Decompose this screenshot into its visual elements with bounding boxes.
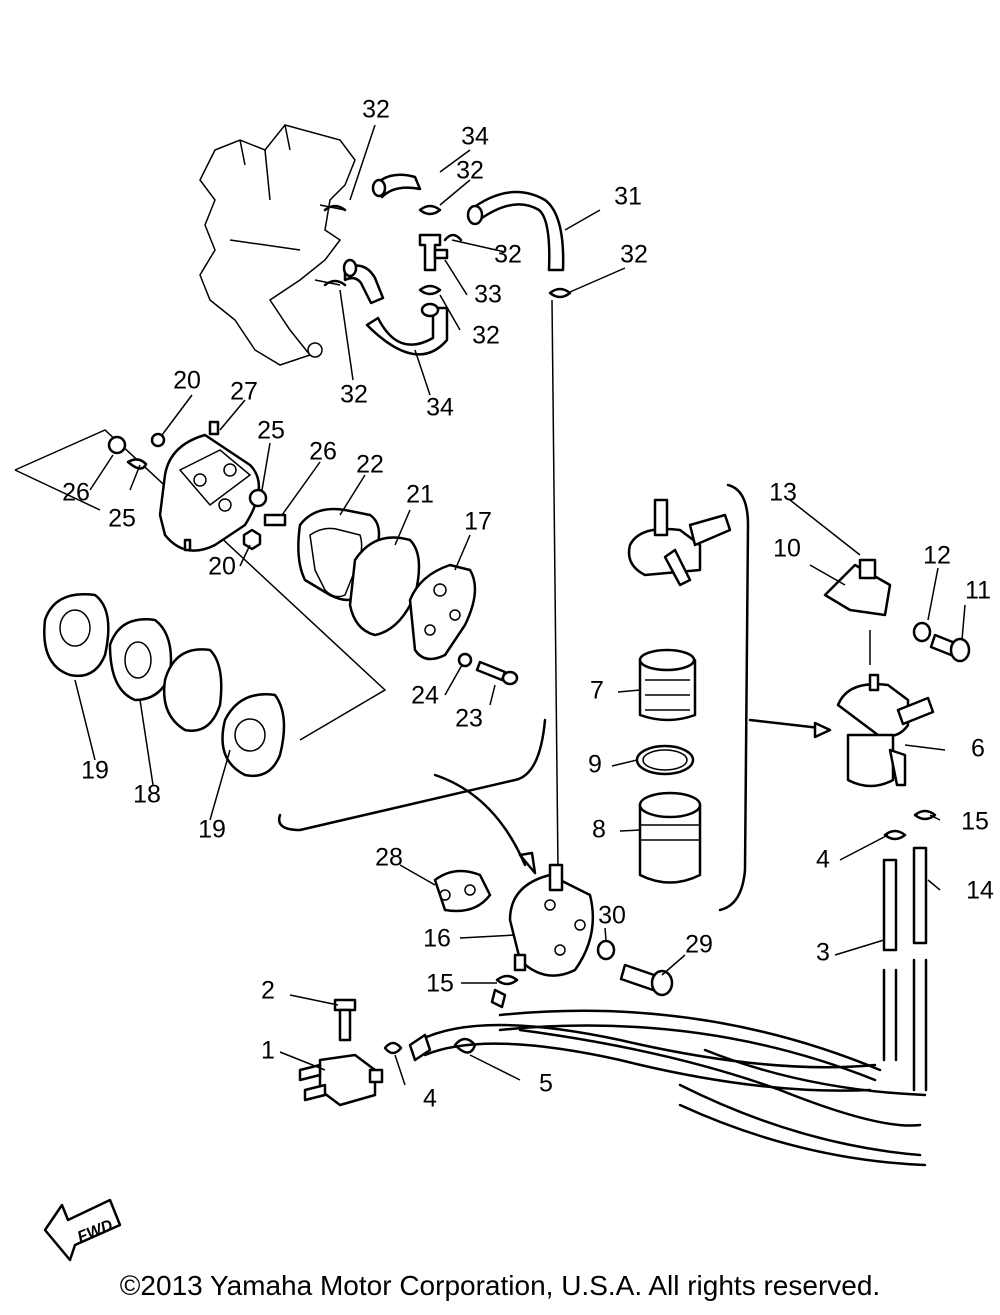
label-3: 3 [816, 939, 830, 967]
label-18: 18 [133, 781, 161, 809]
label-25: 25 [257, 417, 285, 445]
label-21: 21 [406, 481, 434, 509]
label-32: 32 [456, 157, 484, 185]
label-13: 13 [769, 479, 797, 507]
label-32: 32 [340, 381, 368, 409]
label-19: 19 [198, 816, 226, 844]
label-16: 16 [423, 925, 451, 953]
connector-1-2 [298, 998, 384, 1107]
label-4: 4 [423, 1085, 437, 1113]
label-20: 20 [173, 367, 201, 395]
bracket-line-left [277, 718, 547, 832]
label-10: 10 [773, 535, 801, 563]
copyright-notice: ©2013 Yamaha Motor Corporation, U.S.A. A… [119, 1270, 881, 1301]
gaskets-19-18 [43, 593, 286, 778]
leader-line-31 [551, 299, 559, 871]
diaphragm-21 [348, 536, 421, 637]
label-30: 30 [598, 902, 626, 930]
label-15: 15 [961, 808, 989, 836]
label-8: 8 [592, 816, 606, 844]
label-34: 34 [426, 394, 454, 422]
label-9: 9 [588, 751, 602, 779]
label-15: 15 [426, 970, 454, 998]
label-25: 25 [108, 505, 136, 533]
filter-group [627, 483, 971, 912]
pump-exploded-group [14, 420, 387, 741]
label-11: 11 [965, 577, 991, 605]
label-4: 4 [816, 846, 830, 874]
label-22: 22 [356, 451, 384, 479]
label-32: 32 [494, 241, 522, 269]
label-23: 23 [455, 705, 483, 733]
label-12: 12 [923, 542, 951, 570]
part-labels: 32 34 32 31 32 32 33 32 32 34 20 27 25 2… [62, 96, 994, 1113]
label-33: 33 [474, 281, 502, 309]
label-14: 14 [966, 877, 994, 905]
label-32: 32 [620, 241, 648, 269]
label-7: 7 [590, 677, 604, 705]
label-32: 32 [362, 96, 390, 124]
arrow-to-pump [433, 773, 527, 867]
label-24: 24 [411, 682, 439, 710]
label-31: 31 [614, 183, 642, 211]
leader-lines [74, 124, 966, 1086]
label-5: 5 [539, 1070, 553, 1098]
label-2: 2 [261, 977, 275, 1005]
label-28: 28 [375, 844, 403, 872]
screw-23-24 [457, 652, 519, 686]
label-1: 1 [261, 1037, 275, 1065]
valve-body-17 [408, 563, 477, 661]
label-26: 26 [309, 438, 337, 466]
label-26: 26 [62, 479, 90, 507]
label-29: 29 [685, 931, 713, 959]
fwd-arrow-icon: FWD [43, 1198, 122, 1262]
label-17: 17 [464, 508, 492, 536]
label-32: 32 [472, 322, 500, 350]
label-27: 27 [230, 378, 258, 406]
upper-hoses [342, 173, 572, 356]
label-19: 19 [81, 757, 109, 785]
label-20: 20 [208, 553, 236, 581]
label-6: 6 [971, 735, 985, 763]
fuel-hoses [383, 809, 937, 1167]
label-34: 34 [461, 123, 489, 151]
carburetor-outline [199, 124, 356, 366]
fuel-pump-16 [433, 863, 674, 997]
